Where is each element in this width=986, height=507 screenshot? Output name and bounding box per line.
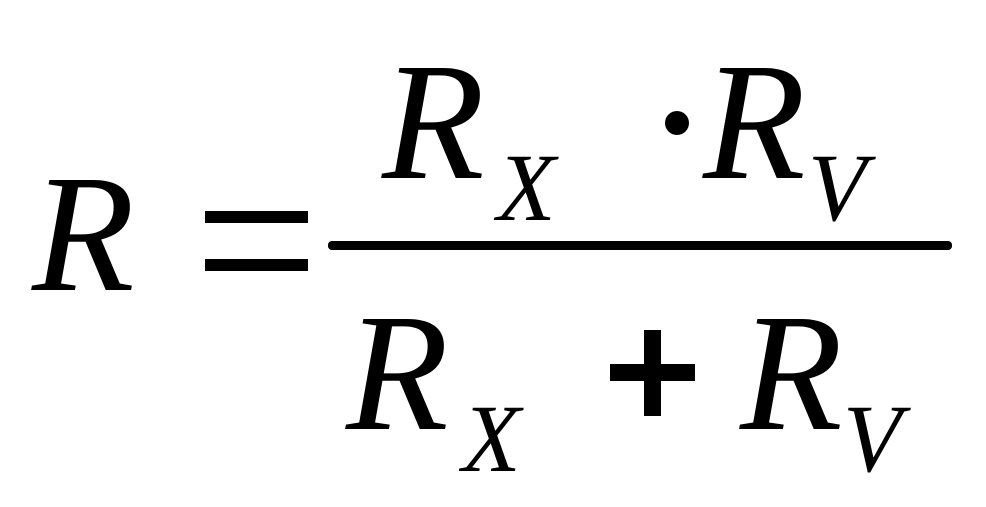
multiplication-dot (665, 111, 689, 135)
denominator-term2-subscript: V (843, 385, 902, 492)
lhs-symbol: R (32, 141, 135, 327)
denominator-term2-symbol: R (740, 280, 843, 466)
denominator-term1-subscript: X (462, 385, 521, 492)
equals-bar-bottom (205, 259, 308, 271)
denominator-term1-symbol: R (346, 280, 449, 466)
numerator-term2-subscript: V (808, 134, 867, 241)
plus-sign-vertical (644, 330, 661, 416)
numerator-term1-symbol: R (382, 29, 485, 215)
equals-bar-top (205, 211, 308, 223)
fraction-bar (328, 241, 952, 250)
numerator-term2-symbol: R (703, 29, 806, 215)
numerator-term1-subscript: X (497, 134, 556, 241)
